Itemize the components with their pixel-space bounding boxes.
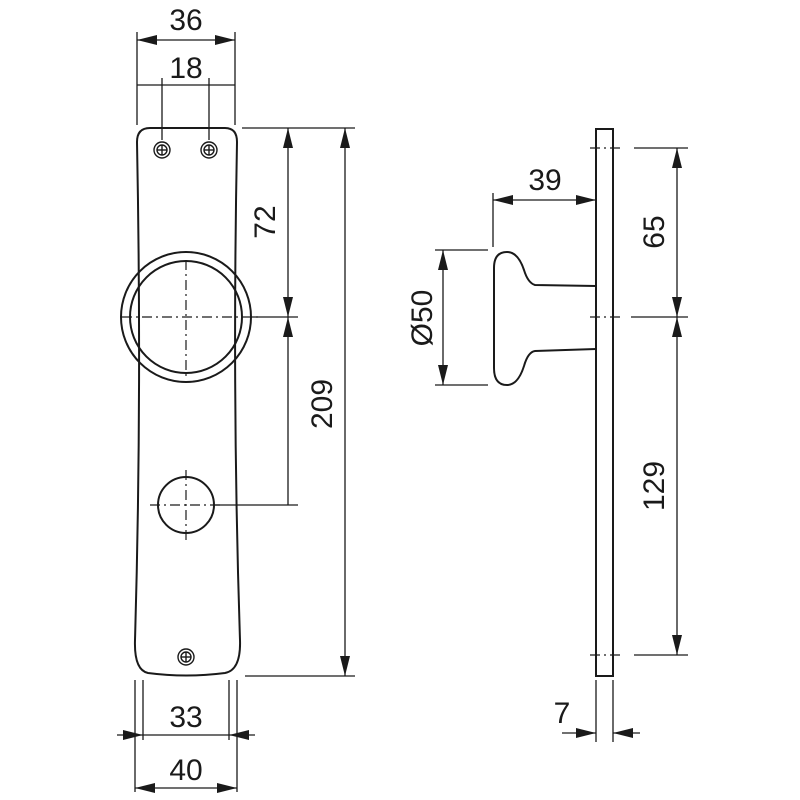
side-plate — [595, 128, 614, 677]
dim-knob-to-bottom: 129 — [638, 461, 671, 511]
dim-width-bottom: 40 — [169, 754, 202, 787]
knob-profile — [493, 250, 597, 387]
dim-knob-diameter: Ø50 — [406, 290, 439, 347]
keyhole — [150, 470, 222, 540]
dim-width-top: 36 — [169, 4, 202, 37]
side-view: 39 Ø50 65 129 7 — [406, 128, 688, 742]
front-view: 36 18 72 209 33 40 — [117, 4, 355, 793]
screw-bottom — [177, 648, 195, 666]
dim-screw-spacing: 18 — [169, 52, 202, 85]
screw-top-right — [200, 141, 218, 159]
dim-plate-thickness: 7 — [554, 697, 571, 730]
dim-knob-to-top: 72 — [249, 205, 282, 238]
dim-top-to-knob: 65 — [638, 215, 671, 248]
knob-rosette — [120, 251, 260, 383]
escutcheon-plate — [133, 127, 242, 677]
screw-top-left — [153, 141, 171, 159]
dim-total-height: 209 — [306, 379, 339, 429]
dim-knob-projection: 39 — [528, 164, 561, 197]
dim-width-bottom-inner: 33 — [169, 701, 202, 734]
